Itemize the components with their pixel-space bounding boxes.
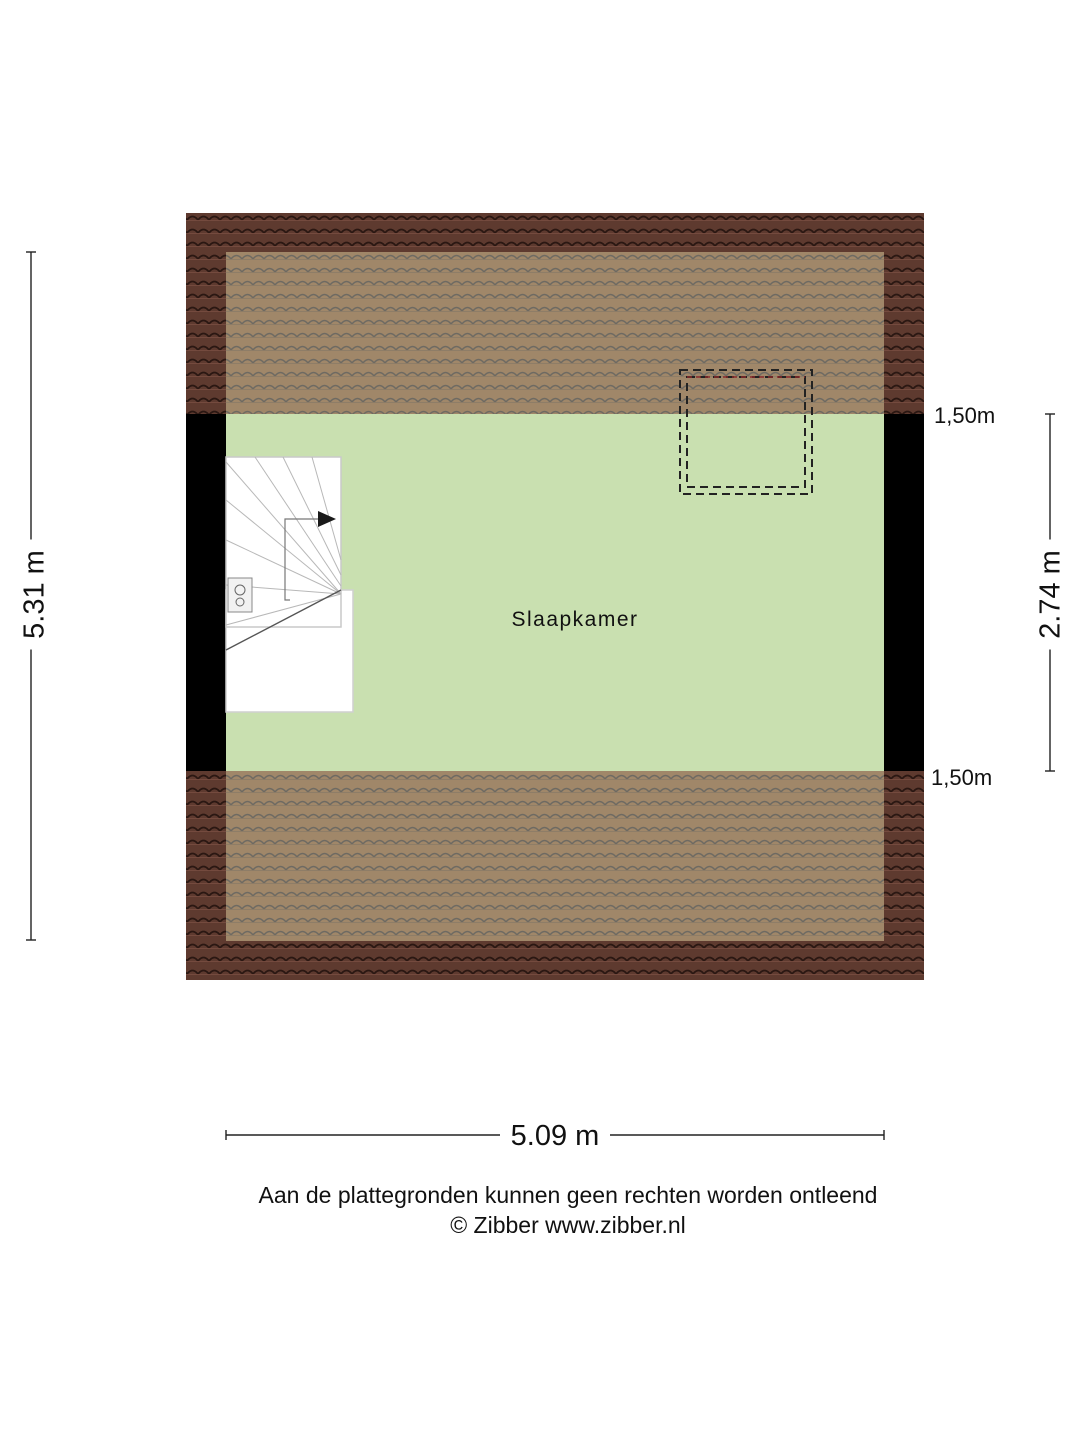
wall-left: [186, 414, 226, 771]
dimension-room-height: 2.74 m: [1034, 539, 1068, 650]
wall-right: [884, 414, 924, 771]
roof-window: [679, 369, 813, 495]
staircase: [225, 456, 354, 713]
dimension-total-height: 5.31 m: [18, 539, 52, 650]
footer-copyright: © Zibber www.zibber.nl: [450, 1212, 686, 1238]
room-label-slaapkamer: Slaapkamer: [511, 608, 639, 631]
dimension-total-width: 5.09 m: [500, 1120, 610, 1153]
arrow-right-icon: [318, 511, 336, 527]
dimension-knee-wall-bottom: 1,50m: [931, 765, 993, 790]
dimension-knee-wall-top: 1,50m: [934, 403, 996, 428]
footer-disclaimer: Aan de plattegronden kunnen geen rechten…: [258, 1182, 878, 1208]
boiler-icon: [227, 577, 253, 613]
